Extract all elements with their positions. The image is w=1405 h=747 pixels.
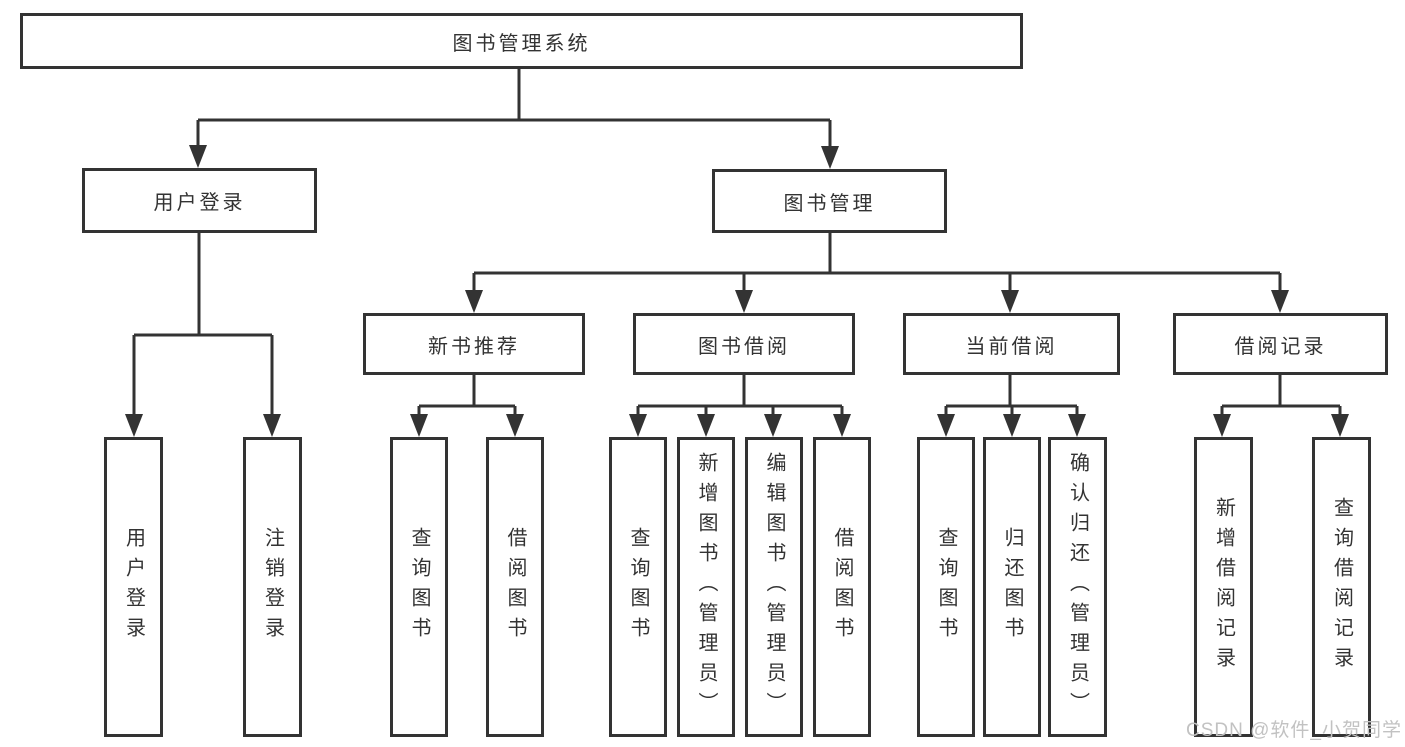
node-new-book-recommend-label: 新书推荐 [428,335,520,358]
leaf-add-borrow-record-label: 新增借阅记录 [1212,497,1235,677]
leaf-logout-label: 注销登录 [261,527,284,647]
leaf-add-books-admin-label: 新增图书（管理员） [695,452,717,722]
node-book-borrow: 图书借阅 [633,313,855,375]
csdn-watermark: CSDN @软件_小贺同学 [1186,720,1402,741]
node-user-login: 用户登录 [82,168,317,233]
leaf-edit-books-admin: 编辑图书（管理员） [745,437,803,737]
node-new-book-recommend: 新书推荐 [363,313,585,375]
leaf-confirm-return-admin: 确认归还（管理员） [1048,437,1107,737]
leaf-edit-books-admin-label: 编辑图书（管理员） [763,452,785,722]
node-current-borrow-label: 当前借阅 [965,335,1058,358]
leaf-user-login: 用户登录 [104,437,163,737]
leaf-return-books: 归还图书 [983,437,1041,737]
leaf-borrow-books: 借阅图书 [813,437,871,737]
leaf-query-books-current: 查询图书 [917,437,975,737]
node-library-system: 图书管理系统 [20,13,1023,69]
node-library-system-label: 图书管理系统 [452,32,591,55]
leaf-query-books-borrow: 查询图书 [609,437,667,737]
leaf-query-books-recommend: 查询图书 [390,437,448,737]
leaf-user-login-label: 用户登录 [122,527,145,647]
leaf-confirm-return-admin-label: 确认归还（管理员） [1066,452,1089,722]
node-borrow-records: 借阅记录 [1173,313,1388,375]
leaf-logout: 注销登录 [243,437,302,737]
leaf-query-books-current-label: 查询图书 [935,527,957,647]
leaf-query-borrow-record: 查询借阅记录 [1312,437,1371,737]
node-book-management-label: 图书管理 [783,192,876,215]
leaf-borrow-books-label: 借阅图书 [831,527,853,647]
node-borrow-records-label: 借阅记录 [1234,335,1327,358]
leaf-return-books-label: 归还图书 [1001,527,1023,647]
leaf-query-books-recommend-label: 查询图书 [408,527,430,647]
node-user-login-label: 用户登录 [153,192,246,214]
leaf-borrow-books-recommend: 借阅图书 [486,437,544,737]
leaf-query-books-borrow-label: 查询图书 [627,527,649,647]
leaf-query-borrow-record-label: 查询借阅记录 [1330,497,1353,677]
leaf-borrow-books-recommend-label: 借阅图书 [504,527,526,647]
node-book-management: 图书管理 [712,169,947,233]
leaf-add-books-admin: 新增图书（管理员） [677,437,735,737]
node-current-borrow: 当前借阅 [903,313,1120,375]
node-book-borrow-label: 图书借阅 [698,335,790,358]
leaf-add-borrow-record: 新增借阅记录 [1194,437,1253,737]
